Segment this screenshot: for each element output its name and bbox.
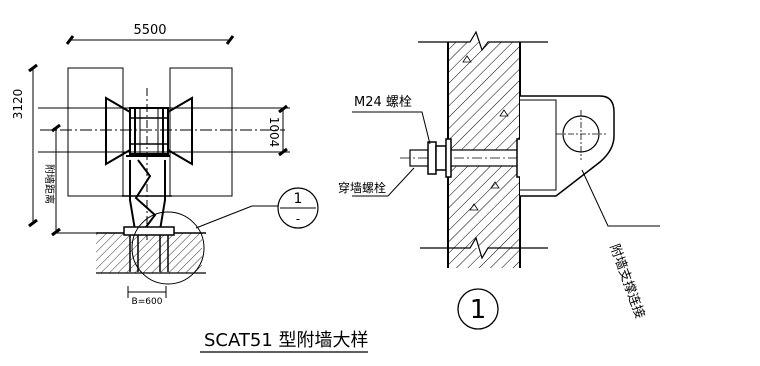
bow-tie-left (105, 96, 131, 166)
brace-zigzag (134, 159, 157, 236)
detail-callout (277, 187, 319, 229)
dim-width-label: 5500 (133, 23, 166, 38)
plan-view (28, 35, 290, 298)
support-connection-label: 附墙支撑连接 (606, 242, 648, 321)
detail-circle (131, 211, 205, 285)
section-view (352, 30, 660, 268)
break-line-top (418, 30, 548, 52)
m24-bolt-label: M24 螺栓 (354, 95, 412, 110)
dim-height-label: 3120 (11, 89, 25, 120)
callout-denominator: - (296, 212, 300, 226)
break-line-bottom (420, 236, 548, 260)
leader-m24 (352, 111, 431, 145)
dim-tick (51, 123, 61, 133)
detail-number-circle (457, 288, 499, 330)
dim-tick (278, 104, 288, 114)
leader-support (581, 169, 660, 227)
leader-line (195, 205, 253, 229)
drawing-title: SCAT51 型附墙大样 (204, 330, 369, 351)
brace-outer (129, 160, 166, 231)
dim-side-label: 1004 (267, 117, 281, 148)
detail-number: 1 (470, 295, 487, 325)
dim-tick (65, 35, 75, 45)
dim-tick (51, 227, 61, 237)
dim-wall-distance-label: 附墙距离 (43, 164, 56, 204)
mast-section-right (169, 67, 233, 197)
base-plate (123, 226, 175, 236)
dim-tick (225, 35, 235, 45)
nut-left (435, 145, 447, 171)
mast-section-left (67, 67, 124, 197)
dim-base-label: B=600 (132, 297, 163, 307)
bow-tie-right (167, 96, 193, 166)
dim-tick (28, 218, 38, 228)
washer-left (427, 141, 437, 175)
leader-through-bolt (352, 167, 415, 197)
through-bolt-label: 穿墙螺栓 (338, 180, 386, 195)
callout-number: 1 (294, 191, 303, 207)
dim-tick (28, 63, 38, 73)
floor-slab (96, 233, 202, 273)
